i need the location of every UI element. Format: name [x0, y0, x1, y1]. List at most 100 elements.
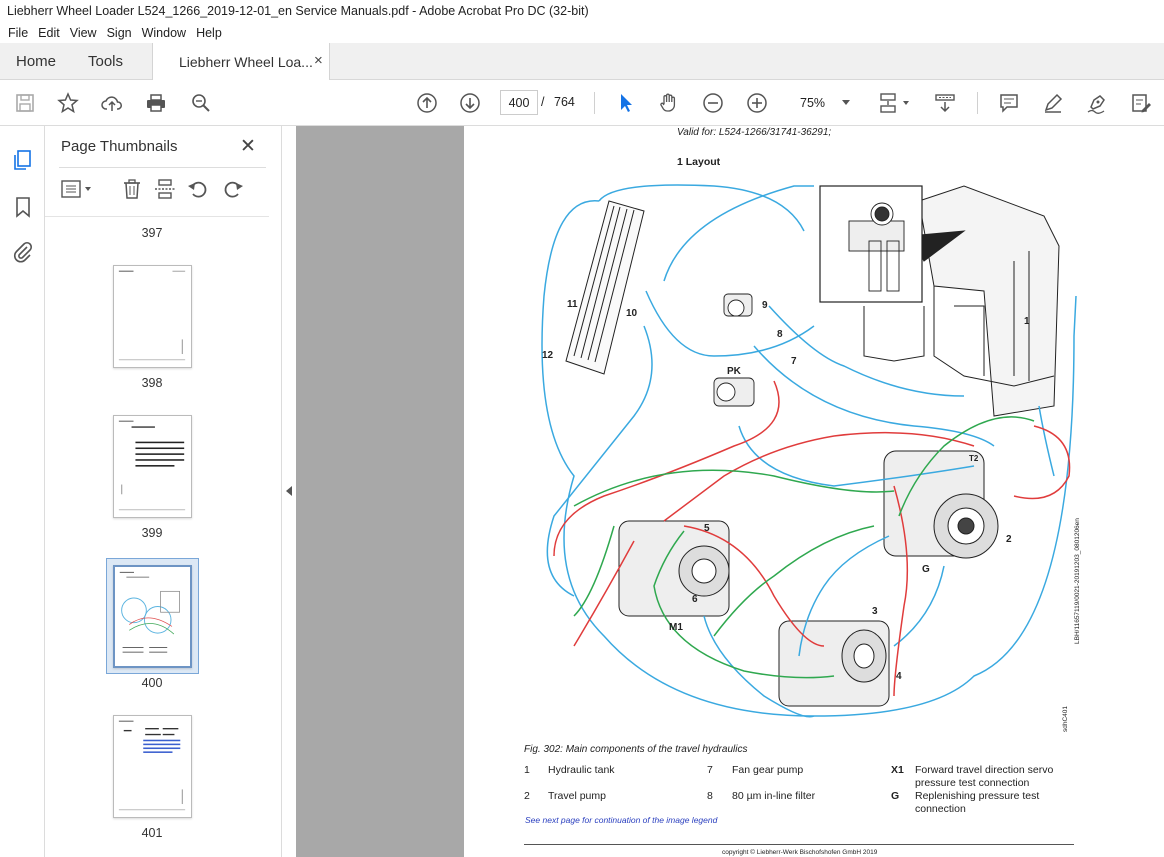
tab-bar: Home Tools Liebherr Wheel Loa... × [0, 43, 1164, 80]
extract-page-icon[interactable] [154, 178, 176, 200]
legend-num: 7 [707, 764, 713, 776]
bookmark-star-icon[interactable] [56, 91, 80, 115]
comment-icon[interactable] [997, 91, 1021, 115]
menu-file[interactable]: File [8, 25, 29, 40]
section-heading: 1 Layout [677, 156, 721, 168]
figure-code: sdhC401 [1062, 705, 1069, 732]
legend-num: X1 [891, 764, 904, 776]
page-separator: / [541, 95, 545, 109]
callout-2: 2 [1006, 534, 1012, 545]
scroll-mode-icon[interactable] [933, 91, 957, 115]
menu-bar: File Edit View Sign Window Help [0, 22, 1164, 43]
hand-tool-icon[interactable] [657, 91, 681, 115]
legend-text: 80 µm in-line filter [732, 790, 816, 802]
window-title-bar: Liebherr Wheel Loader L524_1266_2019-12-… [0, 0, 1164, 22]
document-code: LBH/11657119/0021-20191203_0801206en [1074, 518, 1081, 644]
callout-5: 5 [704, 523, 710, 534]
previous-page-icon[interactable] [415, 91, 439, 115]
thumbnail-label: 398 [141, 376, 163, 390]
zoom-in-icon[interactable] [745, 91, 769, 115]
chevron-left-icon [286, 486, 292, 496]
thumbnail-page-399[interactable] [113, 415, 192, 518]
callout-3: 3 [872, 606, 878, 617]
attachments-icon[interactable] [11, 240, 35, 264]
highlight-pen-icon[interactable] [1041, 91, 1065, 115]
thumbnail-label: 401 [141, 826, 163, 840]
valid-for-text: Valid for: L524-1266/31741-36291; [677, 127, 832, 138]
continuation-note: See next page for continuation of the im… [525, 815, 718, 825]
callout-1: 1 [1024, 316, 1030, 327]
bookmarks-icon[interactable] [11, 195, 35, 219]
rotate-right-icon[interactable] [222, 178, 244, 200]
thumbnail-list: 397 398 399 400 401 [45, 216, 269, 857]
legend-text: Hydraulic tank [548, 764, 615, 776]
tab-home[interactable]: Home [16, 53, 57, 70]
page-total: 764 [554, 95, 575, 109]
zoom-search-icon[interactable] [189, 91, 213, 115]
document-viewport[interactable]: Valid for: L524-1266/31741-36291; 1 Layo… [296, 126, 1164, 857]
menu-edit[interactable]: Edit [38, 25, 60, 40]
pdf-page: Valid for: L524-1266/31741-36291; 1 Layo… [464, 126, 1164, 857]
menu-sign[interactable]: Sign [106, 25, 132, 40]
tab-document[interactable]: Liebherr Wheel Loa... × [152, 43, 330, 80]
legend-num: 8 [707, 790, 713, 802]
callout-9: 9 [762, 300, 768, 311]
hydraulic-diagram [541, 184, 1077, 718]
window-title: Liebherr Wheel Loader L524_1266_2019-12-… [7, 4, 589, 18]
callout-pk: PK [727, 366, 741, 377]
callout-4: 4 [896, 671, 902, 682]
callout-t2: T2 [969, 454, 979, 463]
save-icon[interactable] [13, 91, 37, 115]
thumbnail-options-icon[interactable] [61, 178, 97, 200]
thumbnail-label: 400 [141, 676, 163, 690]
panel-collapse-handle[interactable] [281, 126, 296, 857]
page-thumbnails-icon[interactable] [11, 148, 35, 172]
toolbar-divider [594, 92, 595, 114]
legend-text: Travel pump [548, 790, 606, 802]
footer-rule [524, 844, 1074, 845]
select-cursor-icon[interactable] [614, 91, 638, 115]
callout-m1: M1 [669, 622, 683, 633]
upload-cloud-icon[interactable] [100, 91, 124, 115]
delete-page-icon[interactable] [121, 178, 143, 200]
callout-8: 8 [777, 329, 783, 340]
rotate-left-icon[interactable] [187, 178, 209, 200]
tab-document-label: Liebherr Wheel Loa... [179, 54, 313, 70]
page-number-input[interactable]: 400 [500, 90, 538, 115]
zoom-level-dropdown[interactable]: 75% [790, 91, 854, 115]
zoom-level-value: 75% [800, 96, 826, 110]
toolbar-divider [977, 92, 978, 114]
figure-caption: Fig. 302: Main components of the travel … [524, 744, 748, 755]
page-layout-icon[interactable] [877, 91, 913, 115]
print-icon[interactable] [144, 91, 168, 115]
callout-7: 7 [791, 356, 797, 367]
menu-view[interactable]: View [69, 25, 97, 40]
thumbnail-label: 399 [141, 526, 163, 540]
chevron-down-icon [842, 100, 850, 105]
legend-num: 2 [524, 790, 530, 802]
callout-g: G [922, 564, 930, 575]
thumbnails-panel: Page Thumbnails ✕ 397 398 399 400 401 [45, 126, 314, 857]
tab-tools[interactable]: Tools [88, 53, 124, 70]
menu-window[interactable]: Window [141, 25, 187, 40]
thumbnail-page-398[interactable] [113, 265, 192, 368]
legend-num: G [891, 790, 900, 802]
menu-help[interactable]: Help [196, 25, 222, 40]
next-page-icon[interactable] [458, 91, 482, 115]
thumbnail-page-401[interactable] [113, 715, 192, 818]
thumbnail-label: 397 [141, 226, 163, 240]
legend-text: Fan gear pump [732, 764, 804, 776]
close-tab-icon[interactable]: × [314, 52, 323, 69]
panel-title: Page Thumbnails [61, 138, 178, 155]
thumbnail-page-400[interactable] [113, 565, 192, 668]
footer-copyright: copyright © Liebherr-Werk Bischofshofen … [722, 849, 878, 856]
sign-pen-icon[interactable] [1085, 91, 1109, 115]
zoom-out-icon[interactable] [701, 91, 725, 115]
panel-divider [59, 167, 266, 168]
callout-12: 12 [542, 350, 554, 361]
close-panel-icon[interactable]: ✕ [240, 136, 256, 157]
legend-text: Replenishing pressure test connection [915, 790, 1040, 815]
callout-6: 6 [692, 594, 698, 605]
edit-document-icon[interactable] [1129, 91, 1153, 115]
legend-num: 1 [524, 764, 530, 776]
